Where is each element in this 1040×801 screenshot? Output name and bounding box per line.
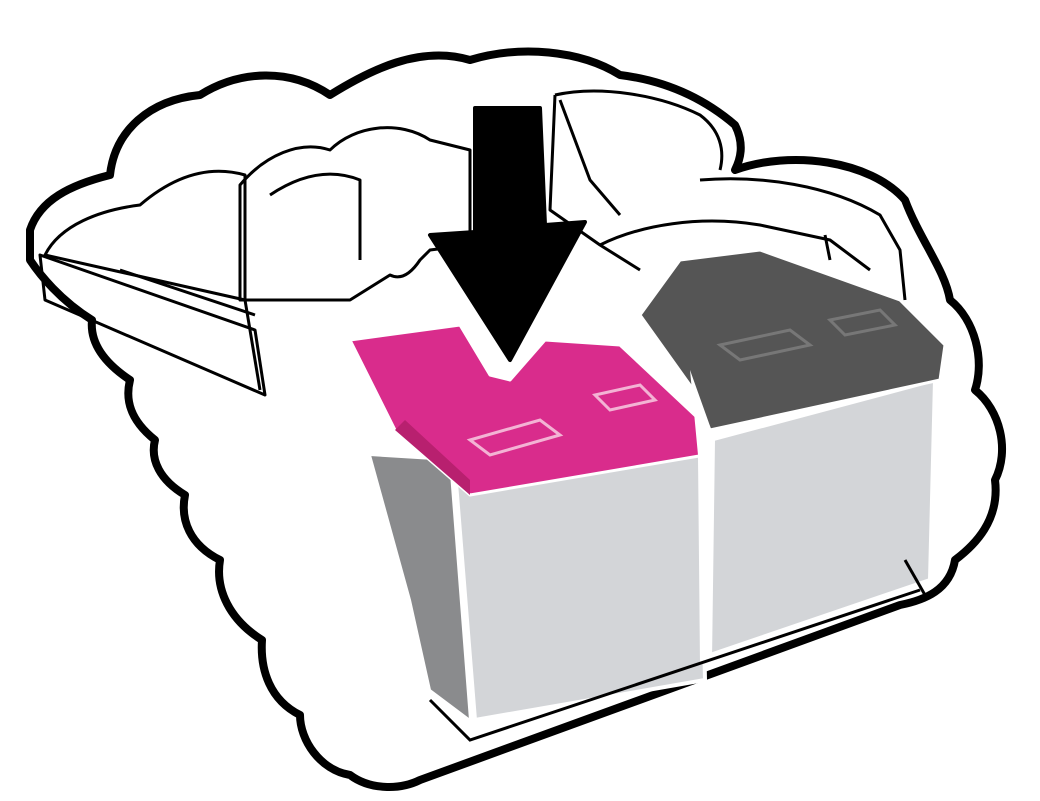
cartridge-install-illustration [0, 0, 1040, 801]
